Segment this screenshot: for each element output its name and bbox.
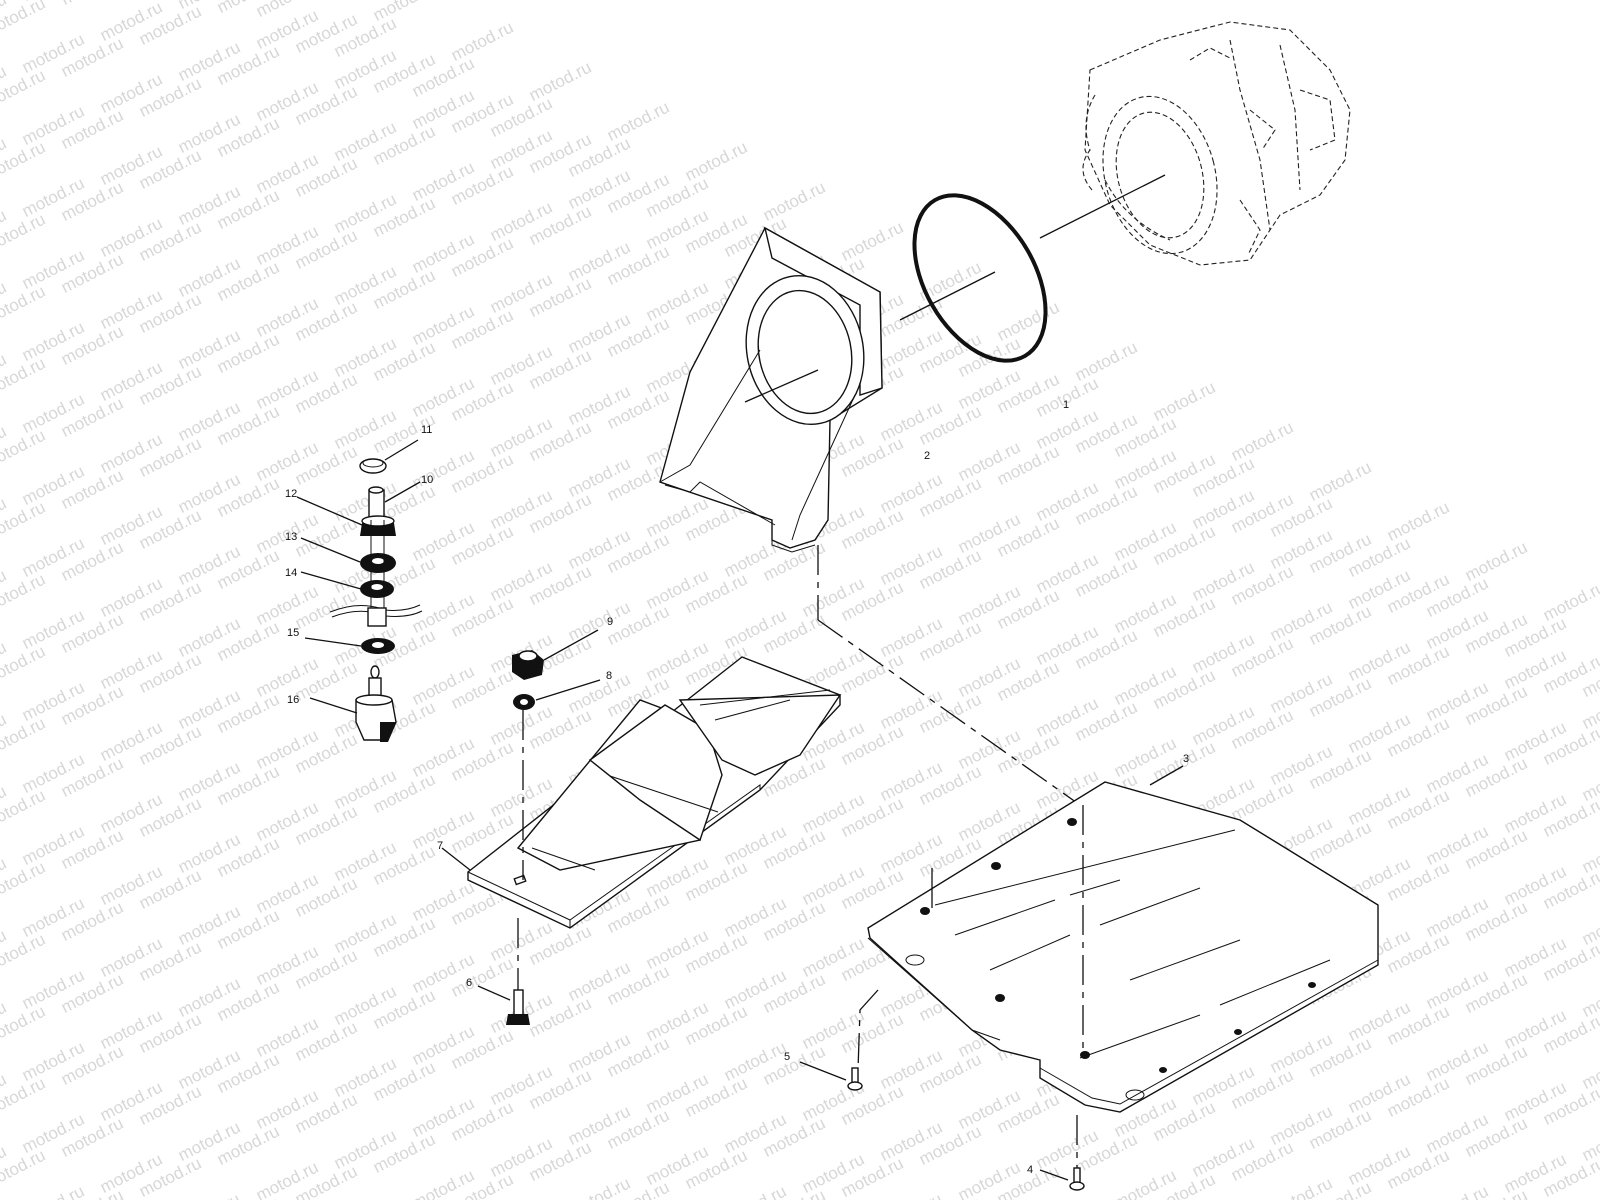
callout-7: 7 [437,840,443,852]
callout-labels: 1 2 3 4 5 6 7 8 9 10 11 12 13 14 15 16 [285,399,1189,1176]
part-10-hose [368,486,385,521]
callout-14: 14 [285,567,297,579]
part-16-fitting [355,665,397,742]
callout-8: 8 [606,670,612,682]
part-6-screw [506,918,530,1025]
part-5-screw [847,989,879,1091]
part-14-washer [360,580,394,598]
callout-10: 10 [421,474,433,486]
part-11-clamp [359,458,387,474]
callout-11: 11 [421,424,432,436]
engine-housing-phantom [1082,21,1351,266]
part-8-washer [513,694,535,710]
callout-12: 12 [285,488,297,500]
callout-15: 15 [287,627,299,639]
part-13-washer [360,553,396,573]
callout-1: 1 [1063,399,1069,411]
part-9-nut [512,650,544,680]
part-2-duct-adapter [659,226,883,553]
callout-2: 2 [924,450,930,462]
part-3-ride-plate [867,781,1379,1113]
callout-3: 3 [1183,753,1189,765]
callout-4: 4 [1027,1164,1033,1176]
part-4-screw [1069,1115,1085,1191]
fitting-stem [329,520,423,627]
part-7-intake-grate [467,656,842,929]
callout-13: 13 [285,531,297,543]
part-1-o-ring [912,193,1048,363]
callout-9: 9 [607,616,613,628]
part-12-nut [360,515,396,536]
callout-16: 16 [287,694,299,706]
part-15-washer [361,638,395,654]
callout-5: 5 [784,1051,790,1063]
callout-6: 6 [466,977,472,989]
